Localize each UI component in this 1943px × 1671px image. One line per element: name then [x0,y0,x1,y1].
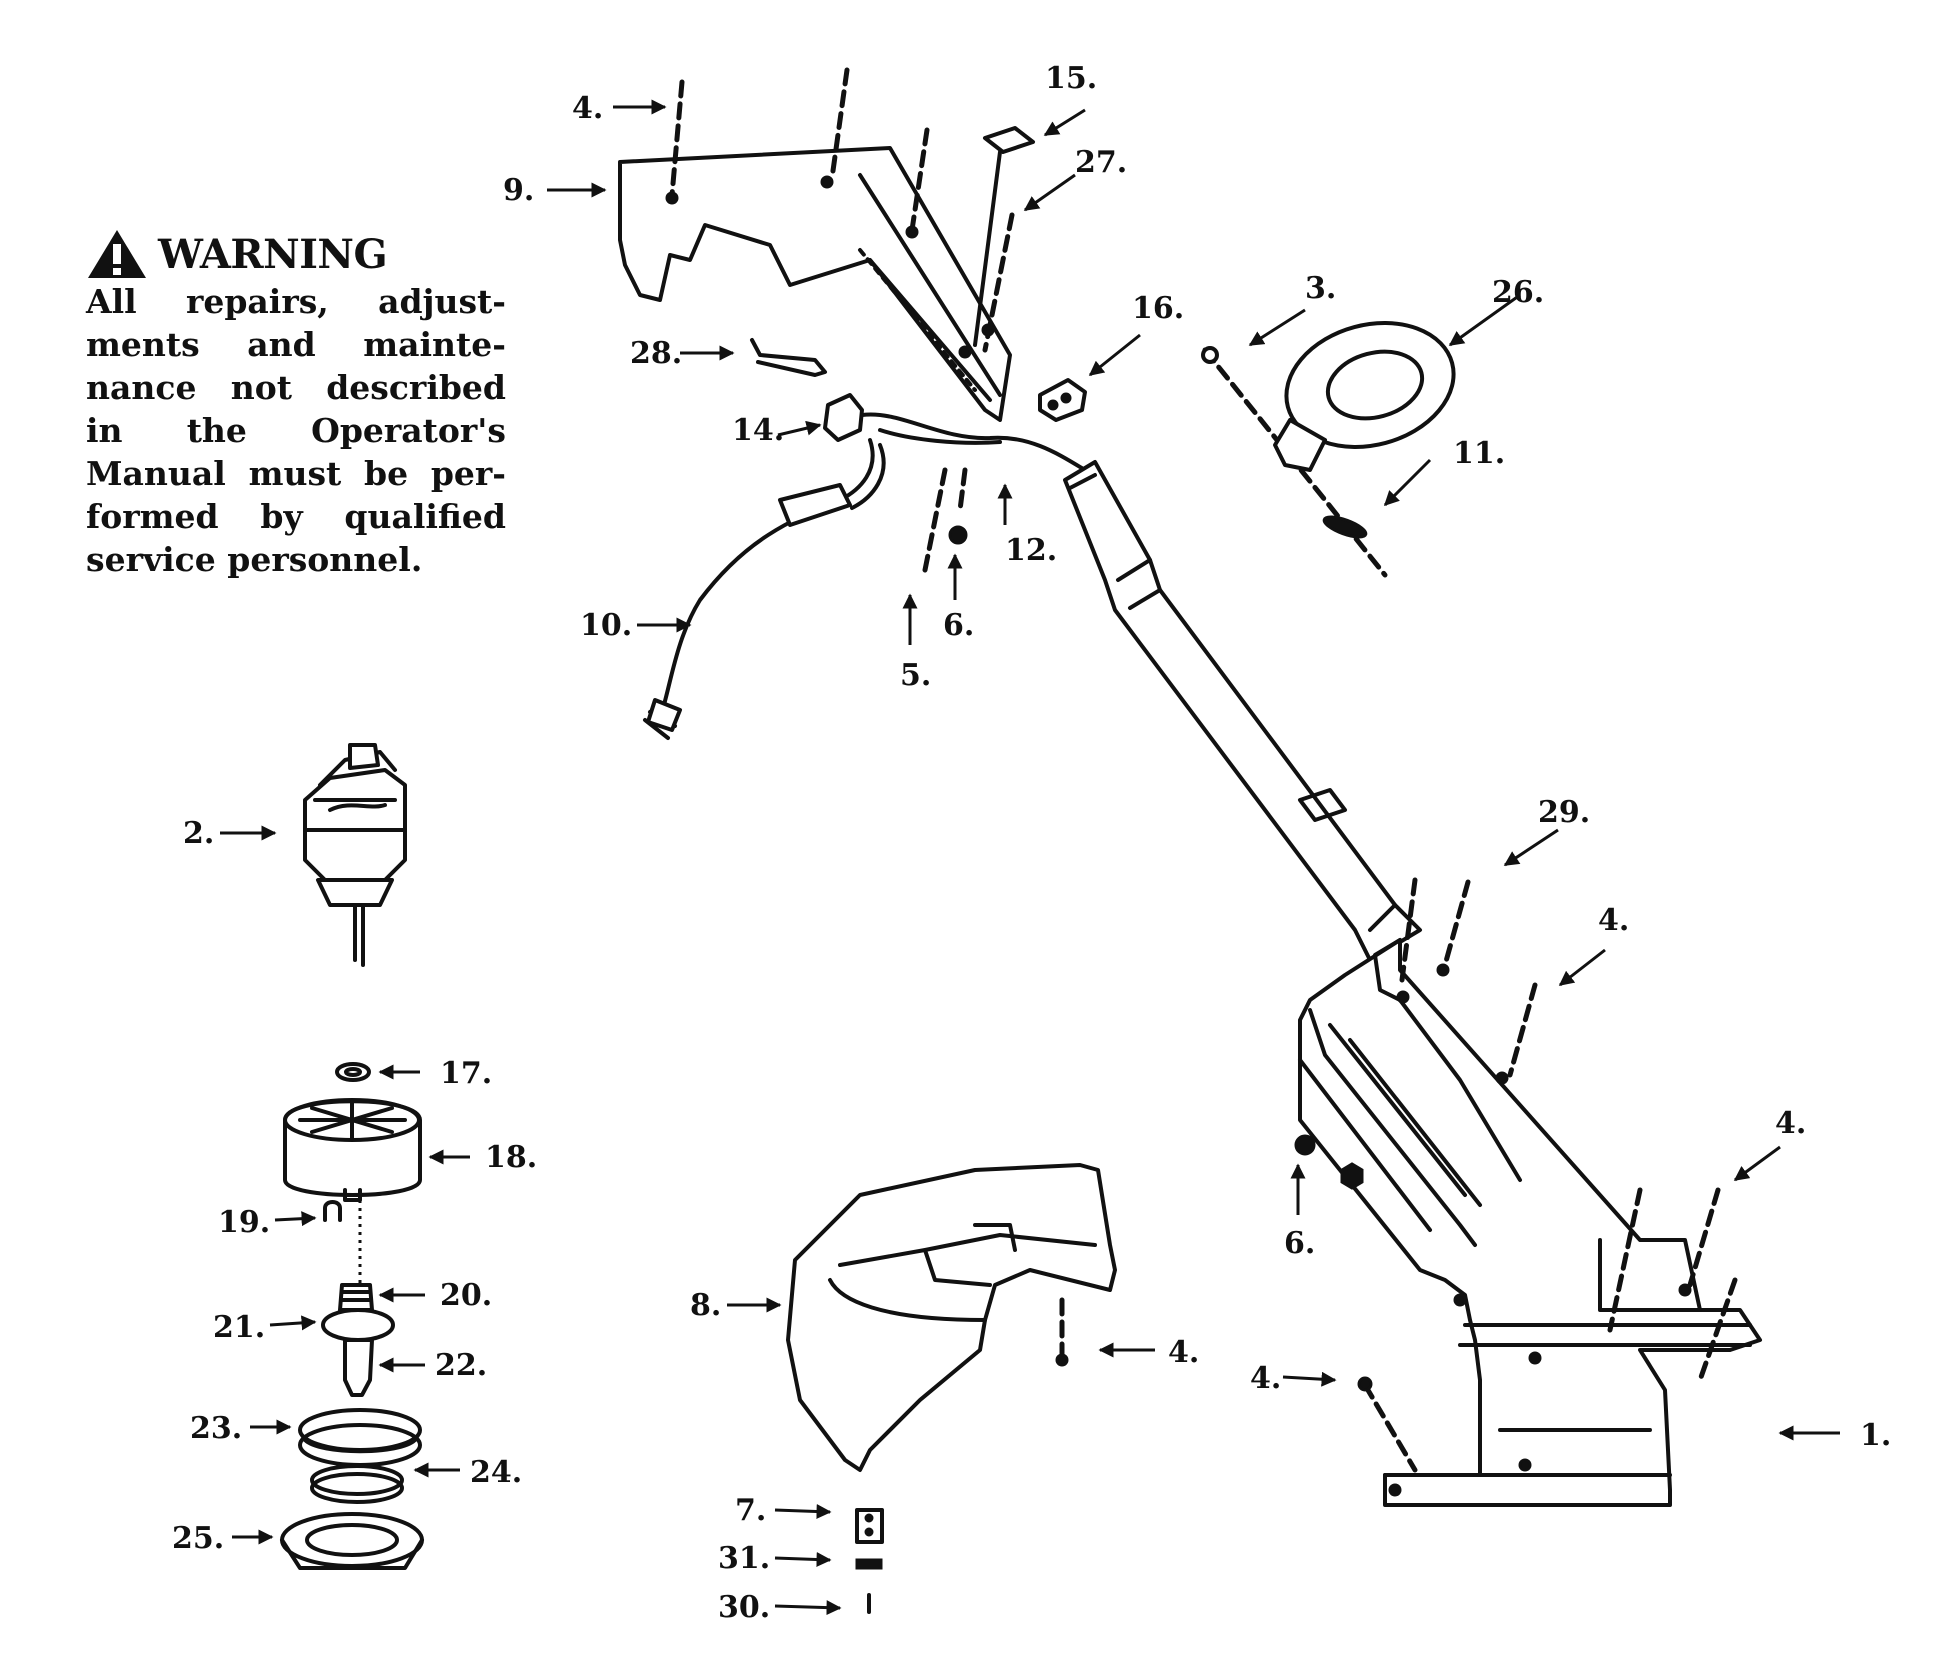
callout-21: 21. [213,1310,265,1345]
callout-28: 28. [630,336,682,371]
callout-4-housing-top: 4. [1598,903,1629,938]
screw-27 [982,212,1015,353]
callout-30: 30. [718,1590,770,1625]
callout-3: 3. [1305,271,1336,306]
callout-1: 1. [1860,1418,1891,1453]
callout-20: 20. [440,1278,492,1313]
screw-4-top-2 [829,67,850,181]
callout-15: 15. [1045,61,1097,96]
callout-25: 25. [172,1521,224,1556]
screw-5 [922,467,948,573]
auxiliary-handle [1201,321,1456,578]
nut-6-housing [1294,1134,1316,1156]
callout-7: 7. [735,1493,766,1528]
screw-4-top-3 [909,127,930,233]
callout-5: 5. [900,658,931,693]
warning-title: WARNING [158,230,388,278]
shaft-tube [1063,460,1422,962]
callout-26: 26. [1492,275,1544,310]
callout-4-housing-right: 4. [1775,1106,1806,1141]
upper-handle-housing [618,146,1012,422]
callout-2: 2. [183,816,214,851]
callout-9: 9. [503,173,534,208]
warning-triangle-icon [88,230,146,278]
callout-4: 4. [572,91,603,126]
motor-housing [1298,938,1762,1507]
callout-8: 8. [690,1288,721,1323]
warning-line-7: service personnel. [86,540,423,579]
switch-lever [750,338,827,377]
screw-29 [1442,879,1471,968]
callout-18: 18. [485,1140,537,1175]
cutting-head-assembly [280,1062,424,1570]
callout-6: 6. [943,608,974,643]
screw-4-housing-b [1507,982,1538,1078]
grass-guard [786,1163,1117,1472]
screw-4-housing-c [1607,1187,1643,1333]
callout-29: 29. [1538,795,1590,830]
callout-6-housing: 6. [1284,1226,1315,1261]
callout-labels: 4. 9. 15. 27. 28. 16. 3. 26. 14. 11. 12.… [172,61,1891,1625]
washer-31 [855,1558,883,1570]
callout-16: 16. [1132,291,1184,326]
screw-6-shaft [957,467,968,513]
leader-arrows [220,99,1840,1616]
callout-22: 22. [435,1348,487,1383]
callout-4-guard: 4. [1168,1335,1199,1370]
callout-12: 12. [1005,533,1057,568]
switch-button [983,126,1035,154]
callout-19: 19. [218,1205,270,1240]
callout-31: 31. [718,1541,770,1576]
callout-11: 11. [1453,436,1505,471]
screw-4-base [1362,1382,1418,1473]
callout-10: 10. [580,608,632,643]
screw-4-housing-e [1697,1277,1738,1383]
callout-27: 27. [1075,145,1127,180]
callout-24: 24. [470,1455,522,1490]
screw-4-top [669,79,685,198]
nut-6 [948,525,968,545]
switch-and-power-cord [643,393,1087,740]
warning-header: WARNING [86,228,506,280]
screw-4-housing-a [1399,877,1418,983]
callout-23: 23. [190,1411,242,1446]
callout-4-base: 4. [1250,1361,1281,1396]
callout-17: 17. [440,1056,492,1091]
callout-14: 14. [732,413,784,448]
motor [303,743,407,967]
screw-4-housing-d [1687,1187,1721,1288]
